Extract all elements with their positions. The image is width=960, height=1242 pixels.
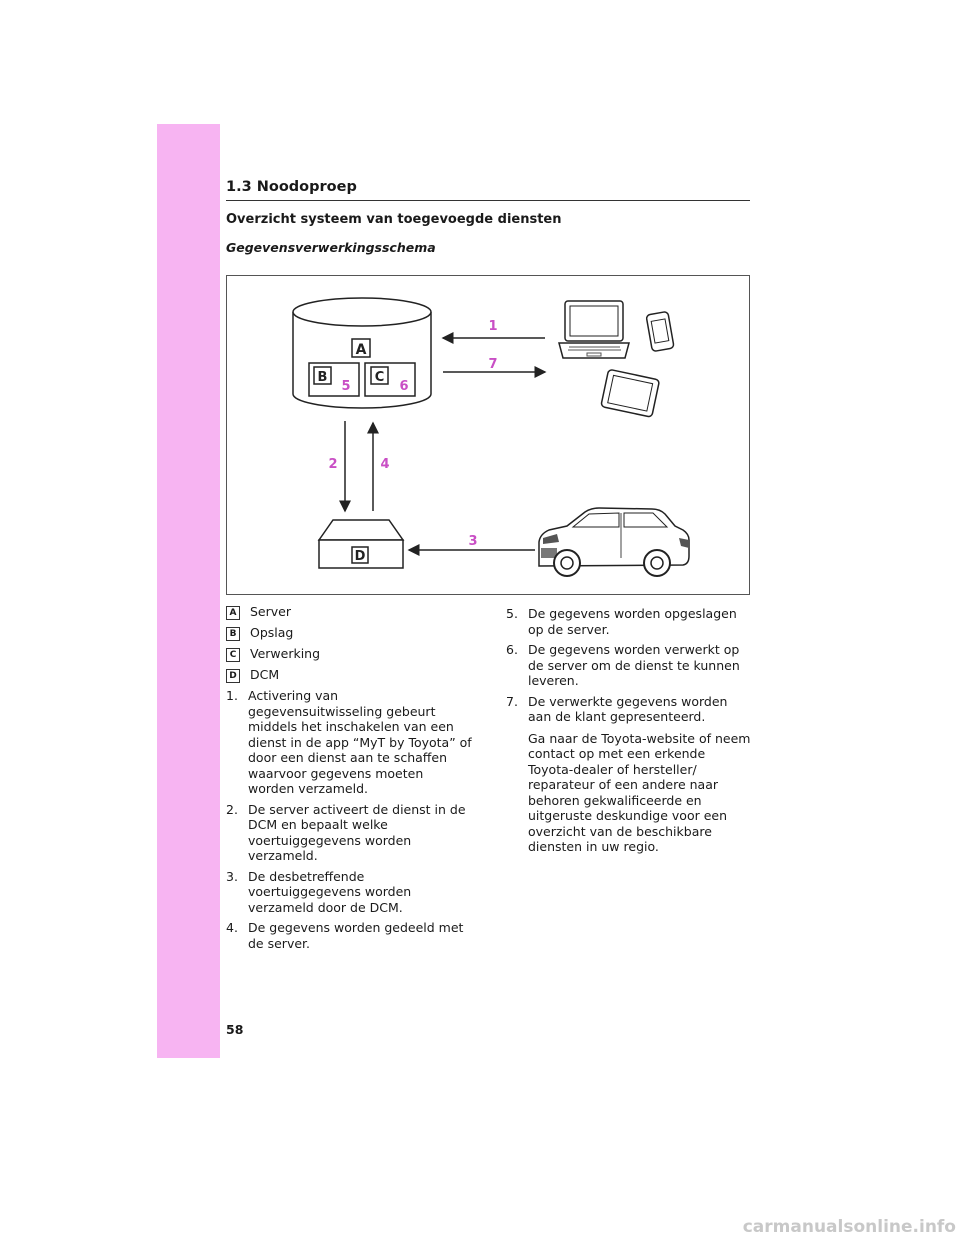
list-item: 3.De desbetreffende voertuiggegevens wor…	[226, 868, 412, 915]
legend-label: Server	[250, 604, 291, 619]
legend-item-dcm: D DCM	[226, 667, 279, 685]
page-number: 58	[226, 1022, 244, 1037]
laptop-icon	[558, 300, 630, 359]
processing-box-c: C 6	[364, 362, 416, 397]
list-item: 7.De verwerkte gegevens worden aan de kl…	[506, 694, 754, 855]
page-subheading: Gegevensverwerkingsschema	[226, 240, 436, 255]
svg-text:2: 2	[328, 457, 337, 472]
svg-text:A: A	[356, 342, 367, 358]
arrow-step-4: 4	[367, 421, 390, 511]
legend-item-server: A Server	[226, 604, 291, 622]
legend-item-processing: C Verwerking	[226, 646, 320, 664]
dcm-unit: D	[317, 519, 405, 569]
server-label-a: A	[351, 338, 371, 358]
list-item: 6.De gegevens worden verwerkt op de serv…	[506, 642, 740, 688]
arrow-step-1: 1	[441, 319, 545, 344]
data-processing-diagram: A B 5 C 6 1 7	[226, 275, 750, 595]
watermark: carmanualsonline.info	[742, 1217, 956, 1237]
section-title: 1.3 Noodoproep	[226, 179, 357, 195]
svg-text:D: D	[355, 549, 366, 564]
legend-key-d: D	[226, 668, 240, 683]
legend-label: Opslag	[250, 625, 294, 640]
legend-key-b: B	[226, 626, 240, 641]
svg-text:1: 1	[488, 319, 497, 334]
list-item: 1.Activering van gegevensuitwisseling ge…	[226, 688, 472, 796]
legend-key-c: C	[226, 647, 240, 662]
svg-text:B: B	[318, 370, 328, 385]
arrow-step-7: 7	[443, 357, 547, 378]
tablet-icon	[600, 369, 660, 418]
smartphone-icon	[645, 311, 675, 352]
legend-label: DCM	[250, 667, 280, 682]
car-icon	[538, 507, 690, 577]
page-heading: Overzicht systeem van toegevoegde dienst…	[226, 212, 562, 227]
svg-text:3: 3	[468, 534, 477, 549]
regional-services-note: Ga naar de Toyota-website of neem contac…	[528, 730, 751, 855]
legend-key-a: A	[226, 605, 240, 620]
svg-text:6: 6	[399, 379, 408, 394]
storage-box-b: B 5	[308, 362, 360, 397]
legend-label: Verwerking	[250, 646, 321, 661]
side-color-band	[157, 124, 220, 1058]
svg-text:5: 5	[341, 379, 350, 394]
svg-text:C: C	[375, 370, 385, 385]
svg-text:7: 7	[488, 357, 497, 372]
steps-list-right: 5.De gegevens worden opgeslagen op de se…	[506, 606, 754, 860]
list-item: 2.De server activeert de dienst in de DC…	[226, 801, 466, 864]
arrow-step-3: 3	[407, 534, 535, 556]
legend-item-storage: B Opslag	[226, 625, 293, 643]
arrow-step-2: 2	[328, 421, 351, 513]
list-item: 5.De gegevens worden opgeslagen op de se…	[506, 606, 737, 637]
list-item: 4.De gegevens worden gedeeld met de serv…	[226, 920, 464, 951]
steps-list-left: 1.Activering van gegevensuitwisseling ge…	[226, 688, 472, 956]
section-divider	[226, 200, 750, 201]
svg-text:4: 4	[380, 457, 389, 472]
